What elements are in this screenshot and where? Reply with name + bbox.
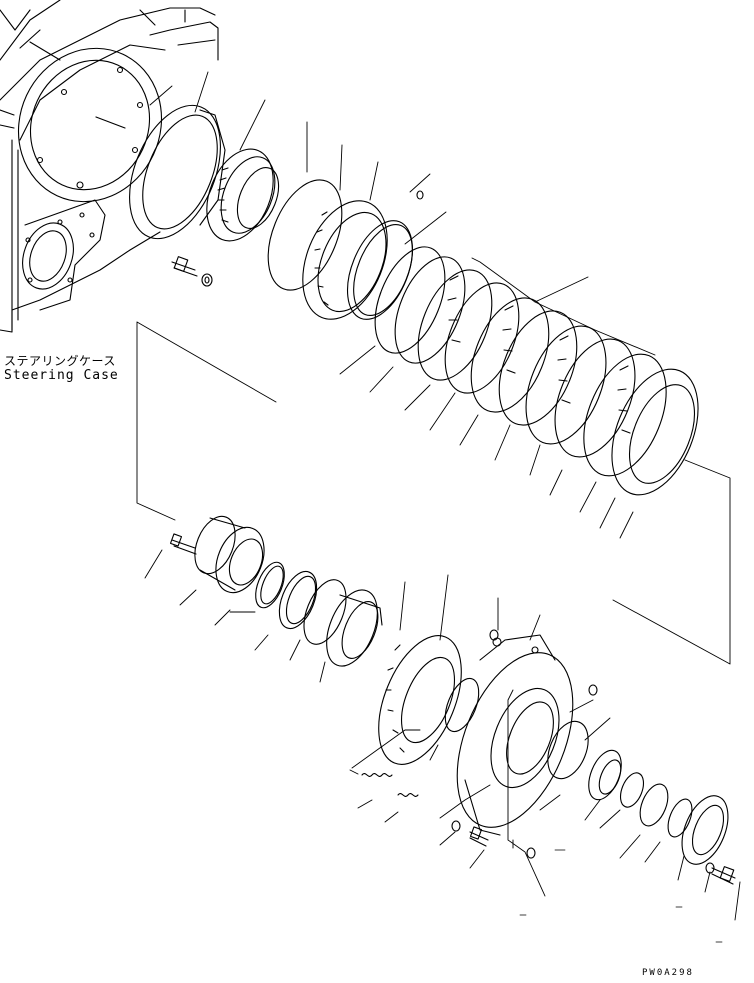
bottom-shaft-hub <box>171 510 274 599</box>
drawing-code: PW0A298 <box>642 968 694 978</box>
top-thin-seal <box>254 169 357 301</box>
bottom-bearing <box>296 574 388 674</box>
bottom-snap-rings <box>250 558 324 634</box>
top-bolt-washer <box>172 257 212 286</box>
steering-case-label-english: Steering Case <box>4 368 119 383</box>
bottom-gear-plate <box>362 624 485 776</box>
bottom-cover-disc <box>540 715 596 784</box>
bottom-springs <box>362 774 418 797</box>
leader-lines <box>137 72 740 920</box>
bottom-housing <box>434 635 596 844</box>
top-gear-carrier <box>287 188 404 331</box>
top-bearing-ring <box>112 92 239 252</box>
bottom-small-fasteners <box>452 630 597 858</box>
top-oring <box>335 191 426 329</box>
steering-case <box>0 0 218 332</box>
corner-marks <box>520 850 722 942</box>
bottom-snap-rings-small <box>616 770 697 841</box>
bottom-end-cover <box>673 789 737 884</box>
steering-case-label-japanese: ステアリングケース <box>4 354 116 368</box>
clutch-disc-stack <box>361 237 715 508</box>
bottom-bearing-small <box>582 746 627 805</box>
top-hub-gear <box>194 139 286 250</box>
